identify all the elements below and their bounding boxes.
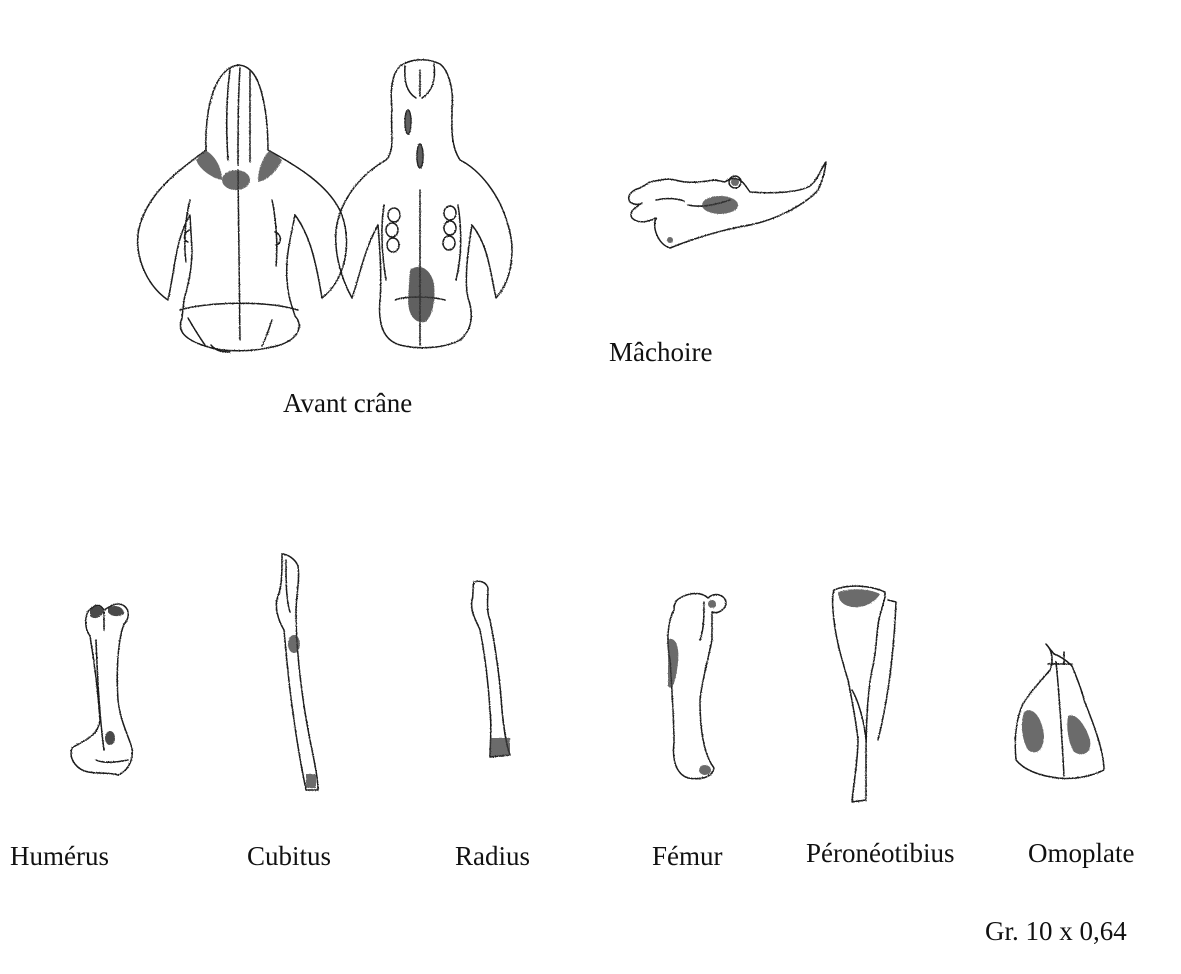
label-radius: Radius <box>455 843 530 870</box>
femur-shading <box>668 600 716 775</box>
radius-shading <box>490 738 510 756</box>
label-femur: Fémur <box>652 843 723 870</box>
label-humerus: Humérus <box>10 843 109 870</box>
jaw-shading <box>667 178 739 243</box>
omoplate-shading <box>1022 710 1090 754</box>
label-machoire: Mâchoire <box>609 339 712 366</box>
scale-label: Gr. 10 x 0,64 <box>985 918 1127 945</box>
radius-drawing <box>472 581 510 757</box>
label-cubitus: Cubitus <box>247 843 331 870</box>
humerus-drawing <box>71 604 132 775</box>
skull-dorsal-view <box>138 65 347 352</box>
skull-dorsal-shading <box>196 150 282 190</box>
peroneotibius-shading <box>838 589 880 607</box>
label-peroneotibius: Péronéotibius <box>806 840 955 867</box>
peroneotibius-drawing <box>833 586 897 802</box>
label-omoplate: Omoplate <box>1028 840 1134 867</box>
skull-ventral-teeth <box>386 110 456 252</box>
femur-drawing <box>668 594 726 779</box>
label-avant-crane: Avant crâne <box>283 390 412 417</box>
cubitus-drawing <box>276 554 318 790</box>
